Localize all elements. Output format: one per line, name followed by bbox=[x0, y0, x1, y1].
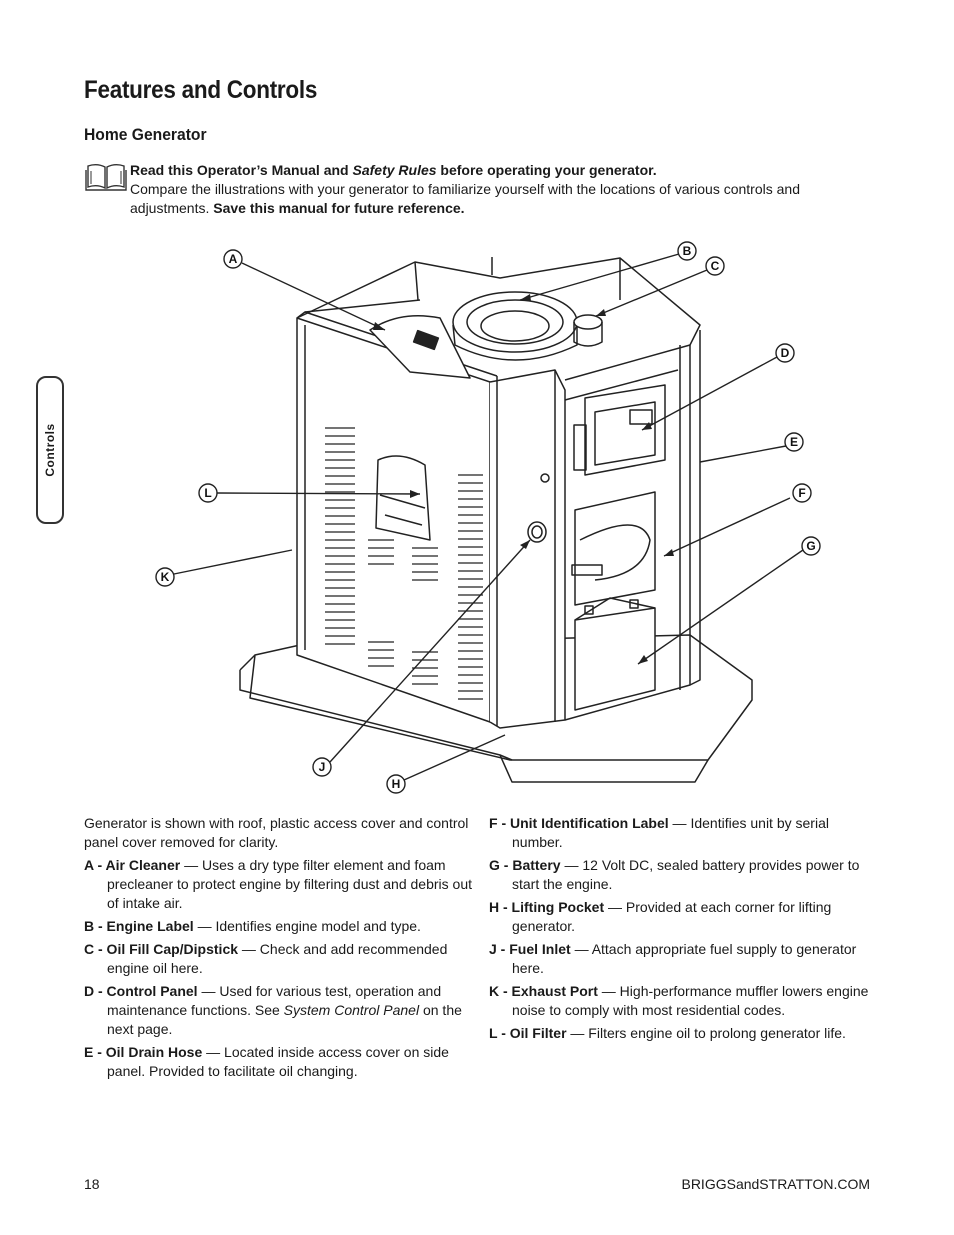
intro-line-3-text: adjustments. bbox=[130, 200, 214, 216]
side-tab bbox=[36, 376, 64, 524]
callout-h: H bbox=[392, 777, 401, 791]
page-number: 18 bbox=[84, 1176, 100, 1192]
intro-line-3: adjustments. Save this manual for future… bbox=[130, 199, 860, 218]
callout-b: B bbox=[683, 244, 692, 258]
callout-k: K bbox=[161, 570, 170, 584]
callout-f: F bbox=[798, 486, 805, 500]
intro-bold-b: before operating your generator. bbox=[436, 162, 657, 178]
intro-italic: Safety Rules bbox=[352, 162, 437, 178]
legend-item-f: F - Unit Identification Label — Identifi… bbox=[489, 815, 829, 850]
intro-line-2: Compare the illustrations with your gene… bbox=[130, 181, 800, 197]
legend-item-c: C - Oil Fill Cap/Dipstick — Check and ad… bbox=[84, 941, 448, 976]
legend-item-a: A - Air Cleaner — Uses a dry type filter… bbox=[84, 857, 473, 911]
legend-item-d: D - Control Panel — Used for various tes… bbox=[84, 983, 462, 1037]
callout-j: J bbox=[319, 760, 326, 774]
legend-item-h: H - Lifting Pocket — Provided at each co… bbox=[489, 899, 832, 934]
side-tab-label: Controls bbox=[43, 423, 57, 477]
intro-text: Read this Operator’s Manual and Safety R… bbox=[130, 161, 860, 218]
legend-column-left: Generator is shown with roof, plastic ac… bbox=[84, 814, 474, 1085]
callout-c: C bbox=[711, 259, 720, 273]
legend-item-j: J - Fuel Inlet — Attach appropriate fuel… bbox=[489, 941, 857, 976]
figure-caption: Generator is shown with roof, plastic ac… bbox=[84, 815, 469, 850]
callout-d: D bbox=[781, 346, 790, 360]
legend-column-right: F - Unit Identification Label — Identifi… bbox=[489, 814, 879, 1047]
intro-save-note: Save this manual for future reference. bbox=[213, 200, 465, 216]
callout-l: L bbox=[204, 486, 211, 500]
page-title: Features and Controls bbox=[84, 76, 318, 104]
footer-website: BRIGGSandSTRATTON.COM bbox=[681, 1176, 870, 1192]
legend-item-l: L - Oil Filter — Filters engine oil to p… bbox=[489, 1025, 846, 1041]
callout-g: G bbox=[806, 539, 815, 553]
intro-line-1: Read this Operator’s Manual and Safety R… bbox=[130, 161, 860, 180]
section-title: Home Generator bbox=[84, 125, 207, 144]
legend-item-k: K - Exhaust Port — High-performance muff… bbox=[489, 983, 869, 1018]
intro-bold-a: Read this Operator’s Manual and bbox=[130, 162, 353, 178]
legend-item-b: B - Engine Label — Identifies engine mod… bbox=[84, 918, 421, 934]
open-book-icon bbox=[85, 164, 127, 191]
legend-item-g: G - Battery — 12 Volt DC, sealed battery… bbox=[489, 857, 860, 892]
legend-item-e: E - Oil Drain Hose — Located inside acce… bbox=[84, 1044, 449, 1079]
callout-a: A bbox=[229, 252, 238, 266]
generator-illustration: A B C D E F G H J K L bbox=[155, 241, 821, 794]
callout-labels bbox=[155, 241, 821, 794]
callout-e: E bbox=[790, 435, 798, 449]
